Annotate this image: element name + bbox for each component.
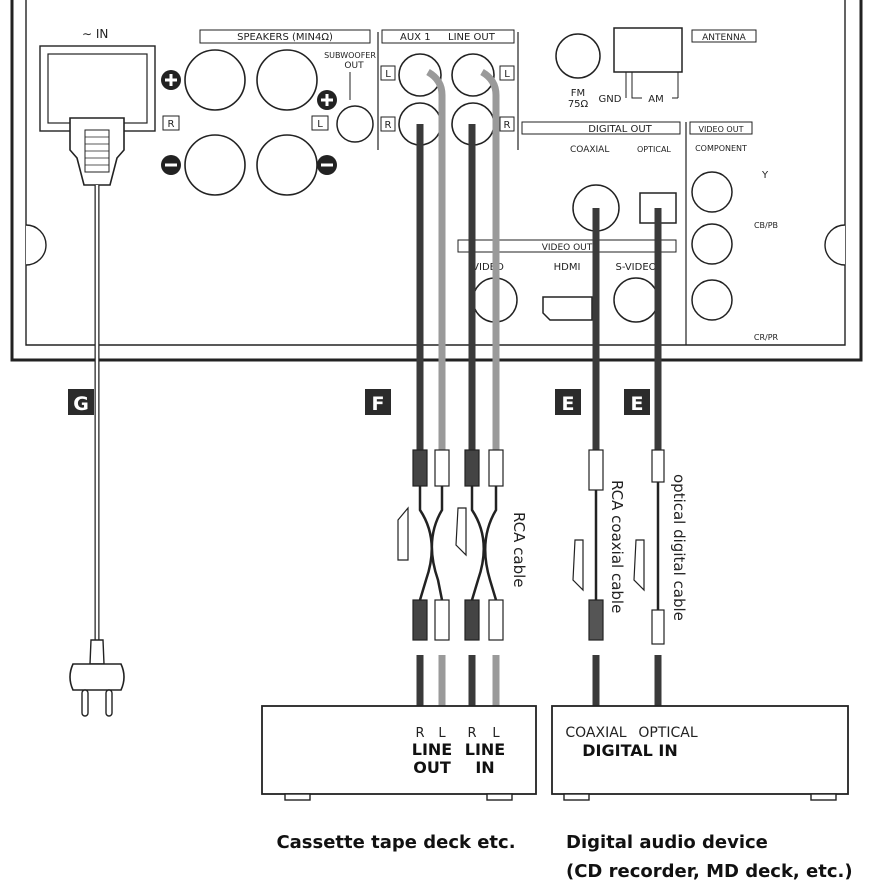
rear-panel (10, 0, 863, 362)
aux-label: AUX 1 (400, 32, 431, 43)
am-label: AM (648, 94, 663, 105)
video-out-label: VIDEO OUT (699, 125, 744, 134)
device-optical: OPTICAL (638, 725, 697, 741)
antenna-label: ANTENNA (702, 33, 747, 43)
speaker-terminals: SPEAKERS (MIN4Ω) R L SUBWOOFER OUT (161, 29, 376, 196)
deck-l1: L (438, 726, 446, 741)
aux-line-out-section: AUX 1 LINE OUT L R L R (380, 29, 515, 146)
digital-out-section: DIGITAL OUT COAXIAL OPTICAL (521, 121, 681, 232)
badge-f-text: F (372, 393, 385, 415)
y-label: Y (761, 170, 769, 181)
deck-r1: R (415, 726, 424, 741)
digital-device-caption-2: (CD recorder, MD deck, etc.) (566, 861, 853, 882)
cb-label: CB/PB (754, 221, 778, 230)
badge-e-coaxial: E (555, 389, 581, 415)
fm-label-1: FM (571, 88, 585, 99)
badge-g-text: G (73, 393, 89, 415)
power-cord (69, 185, 125, 717)
rca-coaxial-cable-label: RCA coaxial cable (608, 480, 626, 613)
digital-device: COAXIAL OPTICAL DIGITAL IN (551, 705, 849, 801)
rca-cable-label: RCA cable (510, 512, 528, 588)
badge-e2-text: E (631, 393, 644, 415)
digital-device-caption-1: Digital audio device (566, 832, 768, 853)
speaker-l-label: L (317, 119, 323, 130)
optical-digital-cable-label: optical digital cable (670, 474, 688, 621)
lineout-r-label: R (504, 120, 511, 131)
badge-g: G (68, 389, 94, 415)
component-label: COMPONENT (695, 144, 747, 153)
cassette-deck-caption: Cassette tape deck etc. (276, 832, 515, 853)
gnd-label: GND (599, 94, 622, 105)
digital-out-label: DIGITAL OUT (588, 124, 652, 135)
component-video-section: VIDEO OUT COMPONENT Y CB/PB CR/PR (689, 121, 779, 342)
subwoofer-label-2: OUT (344, 61, 364, 71)
subwoofer-label-1: SUBWOOFER (324, 51, 376, 60)
deck-line-out-1: LINE (412, 740, 452, 759)
video-out-row: VIDEO OUT VIDEO HDMI S-VIDEO (457, 239, 677, 323)
rca-cable-f: RCA cable (397, 68, 528, 706)
speakers-label: SPEAKERS (MIN4Ω) (237, 32, 333, 43)
deck-r2: R (467, 726, 476, 741)
deck-l2: L (492, 726, 500, 741)
optical-cable-e: optical digital cable (633, 208, 688, 706)
device-digital-in: DIGITAL IN (582, 741, 677, 760)
coaxial-label: COAXIAL (570, 145, 609, 155)
optical-label: OPTICAL (637, 145, 671, 154)
cassette-deck: R L R L LINE OUT LINE IN (261, 705, 537, 801)
badge-e-optical: E (624, 389, 650, 415)
badge-e1-text: E (562, 393, 575, 415)
cr-label: CR/PR (754, 333, 779, 342)
line-out-label: LINE OUT (448, 32, 496, 43)
deck-line-in-2: IN (475, 758, 494, 777)
hdmi-label: HDMI (554, 262, 581, 273)
aux-l-label: L (385, 69, 391, 80)
video-out-bar-label: VIDEO OUT (542, 243, 593, 253)
coaxial-cable-e: RCA coaxial cable (572, 208, 626, 706)
fm-label-2: 75Ω (568, 99, 589, 110)
lineout-l-label: L (504, 69, 510, 80)
deck-line-in-1: LINE (465, 740, 505, 759)
video-label: VIDEO (472, 262, 504, 273)
device-coaxial: COAXIAL (565, 725, 626, 741)
deck-line-out-2: OUT (413, 758, 451, 777)
badge-f: F (365, 389, 391, 415)
antenna-section: FM 75Ω ANTENNA GND AM (555, 27, 757, 110)
ac-in-label: ∼ IN (82, 27, 108, 41)
speaker-r-label: R (168, 119, 175, 130)
svideo-label: S-VIDEO (615, 262, 656, 273)
aux-r-label: R (385, 120, 392, 131)
ac-inlet: ∼ IN (39, 27, 156, 186)
